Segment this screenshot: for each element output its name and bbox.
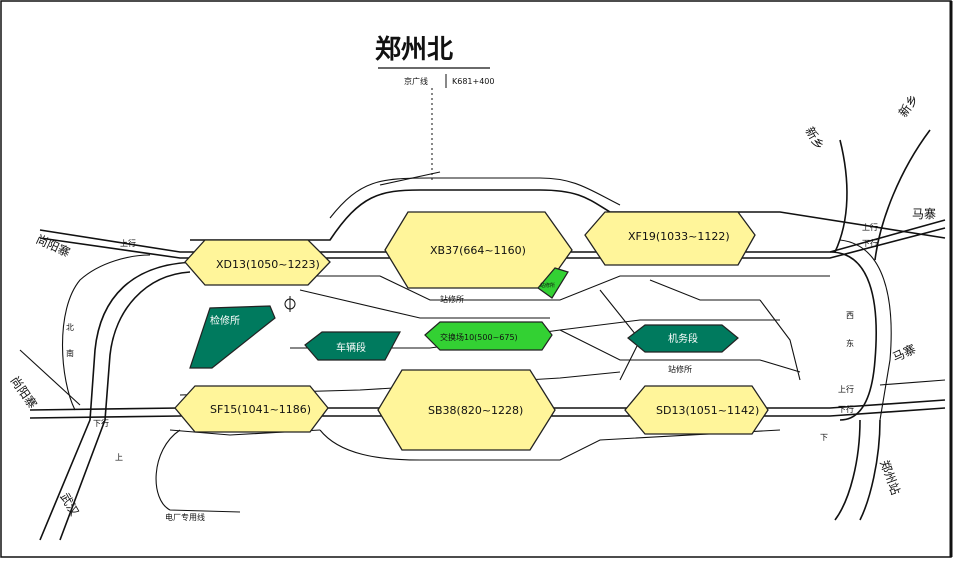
yard-xd13 — [184, 239, 331, 286]
track-east-loop-1 — [829, 251, 877, 421]
dir-xinxiang-tr: 新乡 — [895, 91, 921, 119]
yard-small-green-label: 站修所 — [540, 282, 555, 289]
yard-jiaohuan — [424, 321, 553, 351]
mark-bei: 北 — [66, 323, 74, 332]
line-name: 京广线 — [404, 76, 428, 86]
mark-down-west: 下行 — [93, 418, 109, 428]
track-east-mazhai — [879, 379, 946, 386]
track-east-loop-2 — [839, 239, 892, 421]
track-mid-upper — [200, 275, 830, 301]
track-east-south-2 — [859, 419, 881, 521]
yard-sd13 — [624, 385, 769, 435]
yard-jiaohuan-label: 交换场10(500~675) — [440, 332, 518, 342]
track-east-spur — [759, 299, 801, 381]
yard-cheliangduan — [304, 331, 402, 361]
dir-xinxiang-top: 新乡 — [802, 124, 827, 152]
yard-small-green — [537, 267, 569, 299]
yard-xb37-label: XB37(664~1160) — [430, 244, 526, 257]
zhanxiusuo-top: 站修所 — [440, 294, 464, 304]
mark-up-west: 上行 — [120, 238, 136, 248]
dir-mazhai-2: 马寨 — [890, 341, 918, 365]
dir-mazhai: 马寨 — [912, 206, 936, 221]
mark-down-east: 下行 — [862, 238, 878, 248]
yard-sf15 — [174, 385, 329, 433]
zhanxiusuo-bottom: 站修所 — [668, 364, 692, 374]
dir-dianchang: 电厂专用线 — [165, 512, 205, 522]
dir-shangyangmiao-left: 尚阳寨 — [8, 373, 41, 411]
yard-xf19 — [584, 211, 756, 266]
mark-nan: 南 — [66, 348, 74, 358]
yard-jiwuduan — [627, 324, 739, 353]
mark-xi: 西 — [846, 311, 854, 320]
dir-zhengzhou: 郑州站 — [877, 458, 903, 497]
track-upper-bypass — [190, 189, 946, 241]
track-power-spur — [155, 429, 241, 513]
yard-sb38-label: SB38(820~1228) — [428, 404, 523, 417]
track-lower-bypass — [319, 429, 781, 461]
track-mid-6 — [649, 279, 760, 301]
yard-sb38 — [377, 369, 556, 451]
track-east-north-1 — [834, 139, 848, 253]
mileage: K681+400 — [452, 77, 495, 86]
yards: XD13(1050~1223) XB37(664~1160) XF19(1033… — [174, 211, 769, 451]
yard-xf19-label: XF19(1033~1122) — [628, 230, 730, 243]
track-east-south-1 — [834, 419, 861, 521]
yard-cheliangduan-label: 车辆段 — [336, 341, 366, 354]
track-west-loop-3 — [61, 254, 151, 411]
dir-wuhan: 武汉 — [57, 491, 81, 519]
yard-jianxiusuo — [189, 305, 276, 369]
track-west-entry — [19, 349, 81, 406]
mark-down-se: 下行 — [838, 404, 854, 414]
mark-dong: 东 — [846, 338, 854, 348]
track-upper-outer — [329, 177, 621, 219]
track-stub-top — [379, 171, 441, 186]
mark-xia: 下 — [820, 433, 828, 442]
track-mid-4 — [559, 329, 801, 373]
mark-up-east: 上行 — [862, 222, 878, 232]
track-mid-2 — [299, 289, 550, 319]
yard-jianxiusuo-label: 检修所 — [210, 314, 240, 327]
track-east-north-2 — [874, 129, 931, 261]
yard-xd13-label: XD13(1050~1223) — [216, 258, 320, 271]
yard-jiwuduan-label: 机务段 — [668, 332, 698, 345]
mark-shang: 上 — [115, 453, 123, 462]
direction-labels: 尚阳寨 尚阳寨 武汉 新乡 新乡 马寨 马寨 郑州站 电厂专用线 — [8, 91, 936, 522]
yard-xb37 — [384, 211, 573, 289]
line-marks: 上行 下行 上行 下行 上行 下行 北 南 西 东 上 下 — [66, 222, 878, 462]
track-west-loop-1 — [39, 261, 201, 541]
yard-sf15-label: SF15(1041~1186) — [210, 403, 311, 416]
mark-up-se: 上行 — [838, 384, 854, 394]
dir-shangyangmiao-top: 尚阳寨 — [34, 231, 73, 260]
station-title: 郑州北 — [375, 35, 453, 65]
yard-sd13-label: SD13(1051~1142) — [656, 404, 759, 417]
track-west-loop-2 — [59, 271, 191, 541]
